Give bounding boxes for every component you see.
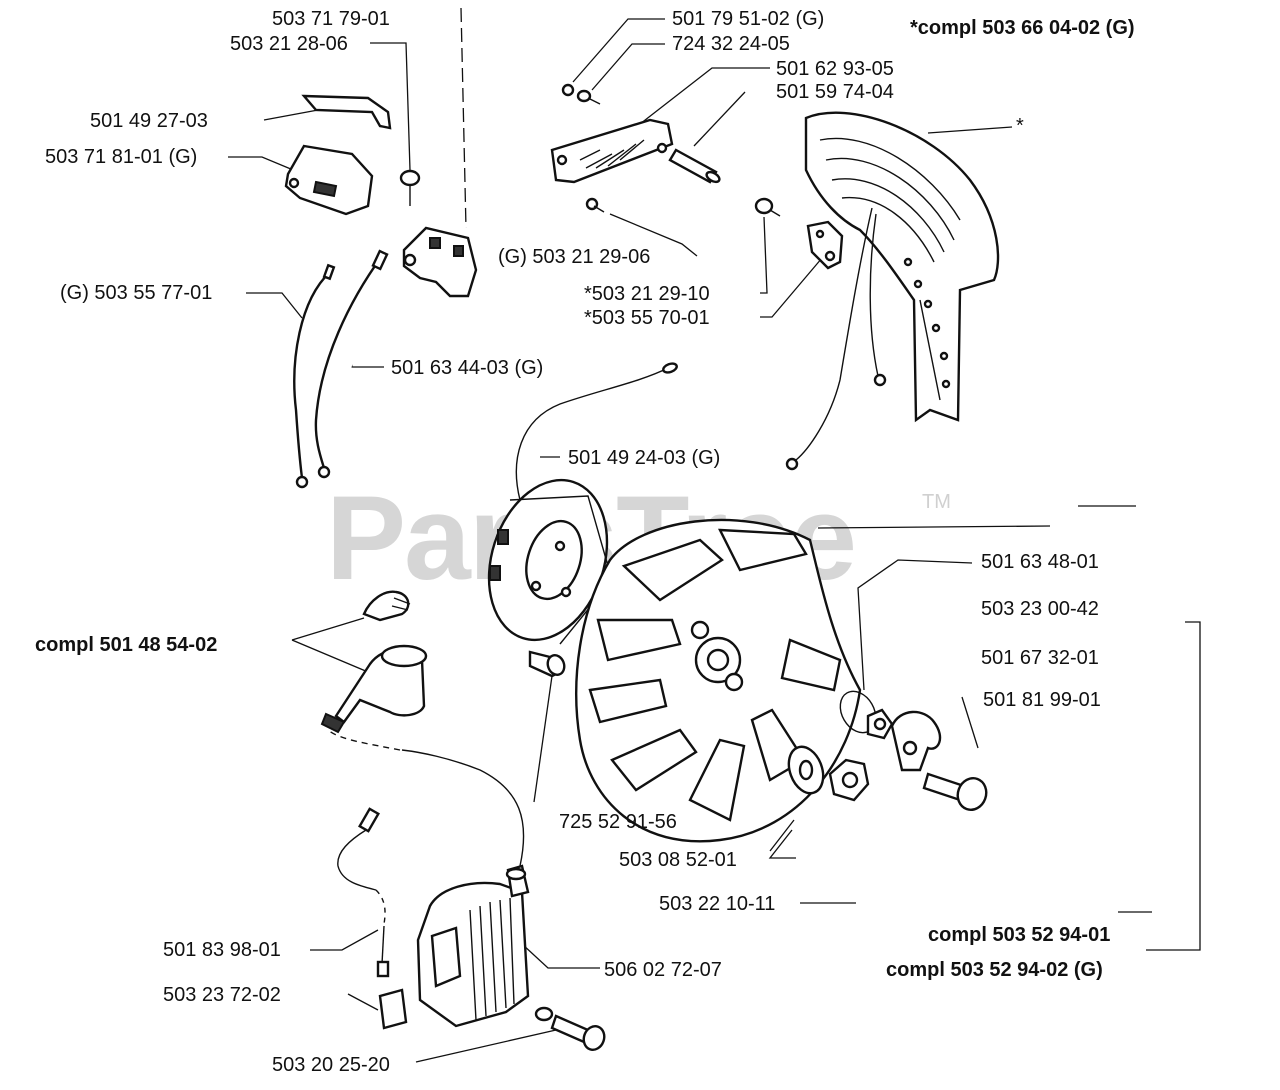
pawl-screw-part [922,772,988,811]
leader-501819901 [961,696,979,749]
label-724322405: 724 32 24-05 [672,33,790,55]
screw-and-clip-part [754,197,844,270]
leader-506027207 [521,943,600,969]
label-compl-503529402: compl 503 52 94-02 (G) [886,959,1103,981]
label-501819901: 501 81 99-01 [983,689,1101,711]
leader-lines [228,7,1201,1063]
leader-503202520 [415,1029,557,1063]
label-503718101: 503 71 81-01 (G) [45,146,198,168]
module-screw-part [534,1006,606,1051]
label-star: * [1016,115,1024,137]
label-503212806: 503 21 28-06 [230,33,348,55]
label-503230042: 503 23 00-42 [981,598,1099,620]
leader-501634801 [857,559,973,691]
leader-503717901 [460,7,467,229]
spring-washer-part [866,708,894,740]
label-501634801: 501 63 48-01 [981,551,1099,573]
leader-503718101 [228,156,299,173]
spark-plug-cap-part [320,644,428,734]
leader-fan-top [817,525,1051,529]
screw-part [399,169,421,206]
leader-501839801 [310,929,379,951]
label-compl-501485402: compl 501 48 54-02 [35,634,218,656]
label-compl-503529401: compl 503 52 94-01 [928,924,1111,946]
rotor-screw-part [528,650,566,678]
starter-cover-part [804,111,1000,423]
ignition-coil-part [416,864,530,1028]
pin-part [668,148,721,184]
ignition-switch-part [402,226,478,298]
leader-501629305 [639,67,770,125]
leader-501597404 [693,91,746,147]
leader-503212910 [760,216,768,294]
leader-503212806 [370,42,411,171]
label-compl-503660402: *compl 503 66 04-02 (G) [910,17,1135,39]
label-503221011: 503 22 10-11 [659,893,776,915]
switch-housing-part [284,144,374,216]
label-501492403: 501 49 24-03 (G) [568,447,721,469]
label-503557001: *503 55 70-01 [584,307,710,329]
pawl-part [890,710,942,772]
leader-compl-cap [291,639,369,673]
label-501839801: 501 83 98-01 [163,939,281,961]
label-501629305: 501 62 93-05 [776,58,894,80]
label-501492703: 501 49 27-03 [90,110,208,132]
leader-washer [769,819,795,852]
nut-part [828,758,870,802]
leader-501795102 [572,18,665,83]
leader-503085201 [768,829,796,859]
flywheel-wire-part [515,362,678,501]
label-506027207: 506 02 72-07 [604,959,722,981]
ground-wire-part [785,207,887,471]
washer-part [787,745,825,795]
label-503557701: (G) 503 55 77-01 [60,282,213,304]
label-501597404: 501 59 74-04 [776,81,894,103]
leader-501492703 [263,109,319,121]
leader-725529156 [533,675,553,803]
leader-503237202 [347,993,379,1011]
flywheel-fan-part [575,518,862,843]
label-501634403: 501 63 44-03 (G) [391,357,544,379]
leader-503557001 [760,257,823,318]
magnet-rotor-part [487,478,613,645]
label-503212906: (G) 503 21 29-06 [498,246,651,268]
cover-plate-part [550,118,674,184]
bracket-part [301,94,392,130]
label-501795102: 501 79 51-02 (G) [672,8,825,30]
label-503717901: 503 71 79-01 [272,8,390,30]
leader-724322405 [591,43,665,91]
leader-star [927,126,1013,134]
bracket-compl-503529402 [1146,621,1201,951]
leader-503557701 [246,292,303,319]
label-501673201: 501 67 32-01 [981,647,1099,669]
spring-part [362,590,411,622]
kill-wire-part [337,807,390,978]
leader-compl-spring [291,617,365,641]
leader-503212906 [609,213,698,257]
label-725529156: 725 52 91-56 [559,811,677,833]
label-503237202: 503 23 72-02 [163,984,281,1006]
label-503085201: 503 08 52-01 [619,849,737,871]
label-503202520: 503 20 25-20 [272,1054,390,1076]
ht-lead-part [327,729,525,867]
small-screws-part [561,83,605,213]
label-503212910: *503 21 29-10 [584,283,710,305]
trademark-mark: TM [922,491,951,513]
terminal-cover-part [378,988,408,1030]
short-wire-pair-part [293,249,389,489]
